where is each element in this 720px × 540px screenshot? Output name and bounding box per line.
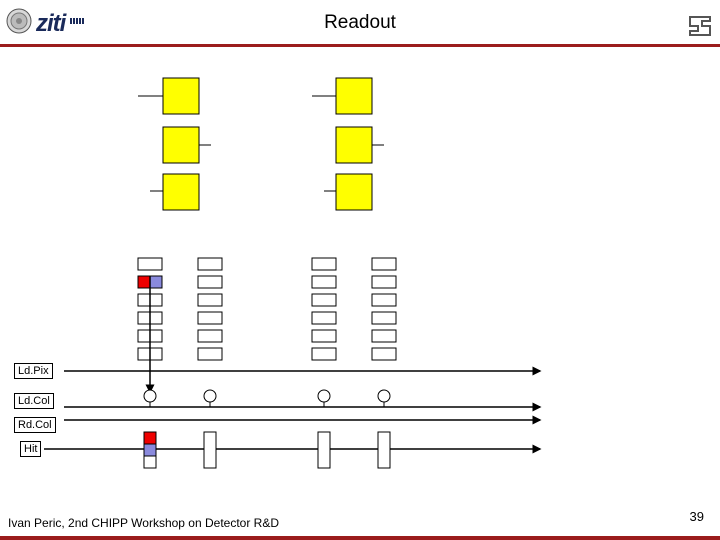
hit-label: Hit bbox=[20, 441, 42, 457]
rdcol-label: Rd.Col bbox=[14, 417, 56, 433]
pixel-cell bbox=[162, 126, 200, 164]
institute-logo-icon bbox=[688, 14, 712, 38]
pixel-cell bbox=[335, 173, 373, 211]
pixel-group-left bbox=[138, 77, 211, 211]
page-title: Readout bbox=[324, 12, 396, 33]
university-seal-icon bbox=[6, 8, 32, 34]
header-rule bbox=[0, 44, 720, 47]
page-number: 39 bbox=[689, 509, 704, 524]
footer-text: Ivan Peric, 2nd CHIPP Workshop on Detect… bbox=[8, 516, 280, 530]
column-switches bbox=[143, 389, 391, 407]
footer-rule bbox=[0, 536, 720, 540]
ldpix-label: Ld.Pix bbox=[14, 363, 53, 379]
buffer-column-2 bbox=[197, 257, 223, 361]
pixel-cell bbox=[162, 77, 200, 115]
ldcol-label: Ld.Col bbox=[14, 393, 54, 409]
buffer-column-3 bbox=[311, 257, 337, 361]
pixel-cell bbox=[335, 126, 373, 164]
pixel-cell bbox=[335, 77, 373, 115]
buffer-column-4 bbox=[371, 257, 397, 361]
pixel-cell bbox=[162, 173, 200, 211]
pixel-group-right bbox=[312, 77, 384, 211]
ziti-logo: ziti bbox=[36, 10, 66, 37]
column-end-cells bbox=[143, 431, 391, 469]
logo-stripes bbox=[70, 18, 84, 24]
